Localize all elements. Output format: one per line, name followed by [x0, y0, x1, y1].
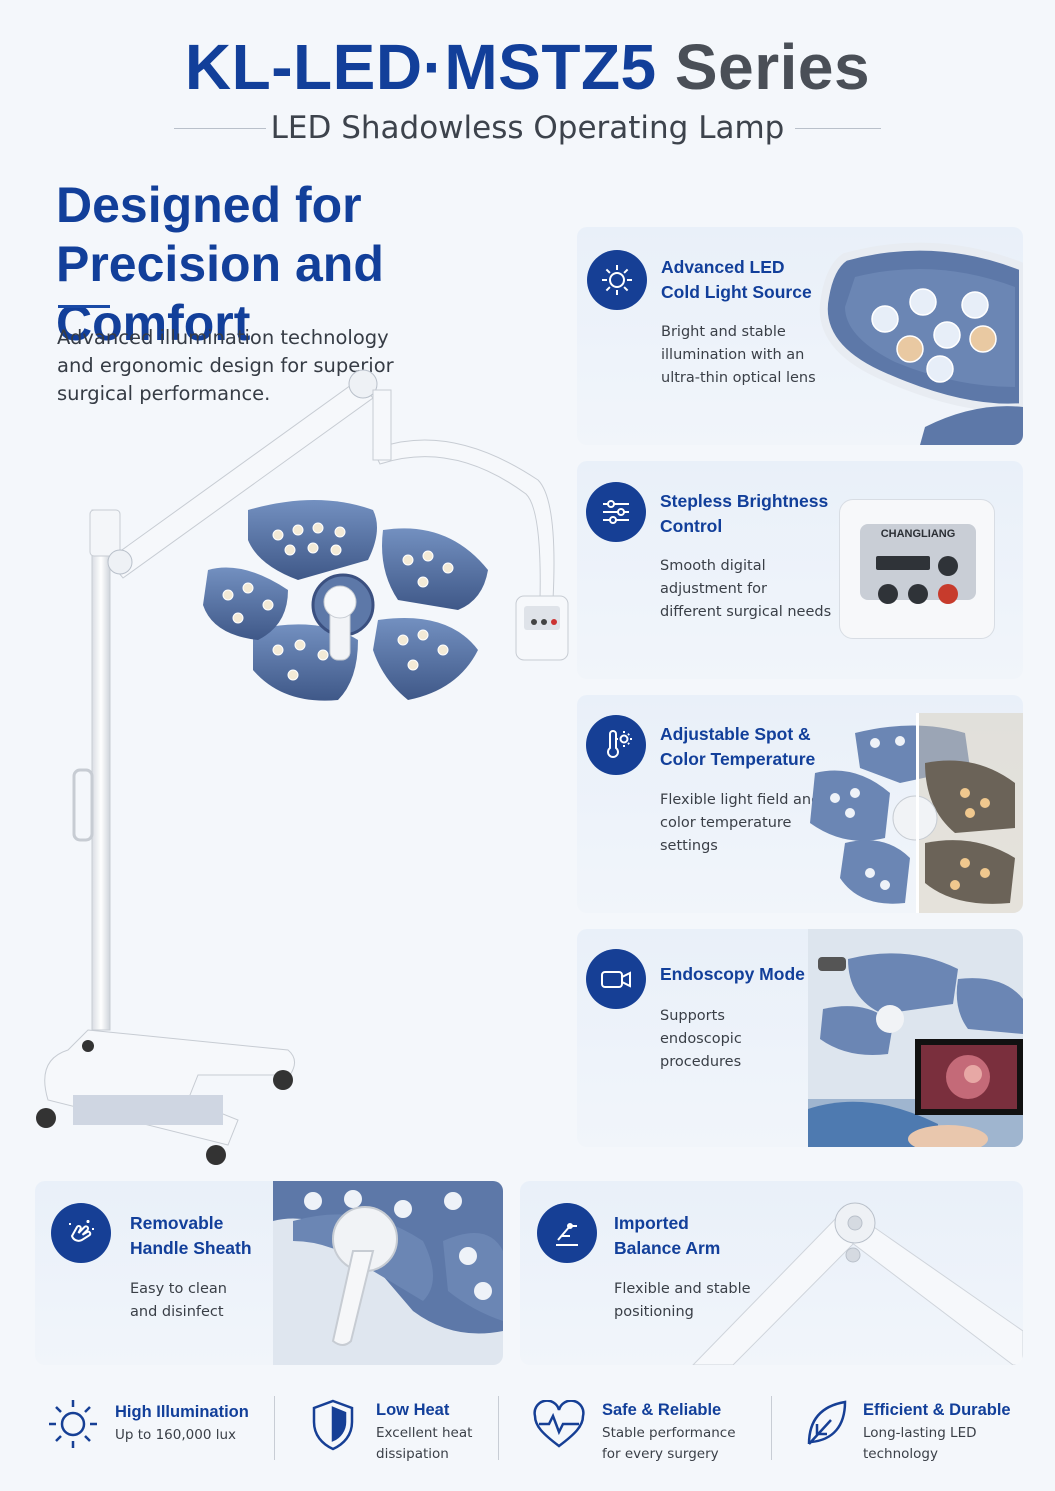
- hero-heading-line2: Precision and Comfort: [56, 236, 384, 351]
- balance-arm-closeup: [692, 1202, 1023, 1365]
- page-subtitle: LED Shadowless Operating Lamp: [270, 110, 785, 146]
- feature-desc-handle: Easy to clean and disinfect: [130, 1281, 227, 1320]
- balance-arm-icon: [537, 1203, 597, 1263]
- mode-plus-button[interactable]: [938, 556, 958, 576]
- footer-title-safe: Safe & Reliable: [602, 1401, 722, 1419]
- minus-button[interactable]: [878, 584, 898, 604]
- footer-title-durable: Efficient & Durable: [863, 1401, 1011, 1419]
- feature-desc-balance-arm: Flexible and stable positioning: [614, 1281, 751, 1320]
- sun-icon: [587, 250, 647, 310]
- subtitle-rule-right: [795, 128, 881, 129]
- feature-card-led: Advanced LED Cold Light Source Bright an…: [577, 227, 1023, 445]
- control-panel-brand: CHANGLIANG: [880, 528, 956, 540]
- footer-desc-illumination: Up to 160,000 lux: [115, 1427, 236, 1443]
- plus-button[interactable]: [908, 584, 928, 604]
- thermometer-sun-icon: [586, 715, 646, 775]
- operating-lamp-illustration: [36, 369, 569, 1165]
- footer-desc-durable: Long-lasting LED technology: [863, 1425, 977, 1462]
- shield-icon: [312, 1399, 354, 1451]
- feature-desc-endoscopy: Supports endoscopic procedures: [660, 1008, 742, 1070]
- footer-title-heat: Low Heat: [376, 1401, 450, 1419]
- digit-display: [876, 556, 930, 570]
- hero-heading: Designed for Precision and Comfort: [56, 176, 576, 353]
- feature-title-balance-arm: Imported Balance Arm: [614, 1213, 721, 1258]
- heart-pulse-icon: [533, 1400, 585, 1448]
- footer-desc-heat: Excellent heat dissipation: [376, 1425, 473, 1462]
- feature-title-spot: Adjustable Spot & Color Temperature: [660, 724, 816, 769]
- sun-outline-icon: [49, 1400, 97, 1448]
- title-model: KL-LED·MSTZ5: [184, 31, 657, 103]
- subtitle-rule-left: [174, 128, 266, 129]
- feature-title-endoscopy: Endoscopy Mode: [660, 964, 805, 984]
- feature-desc-brightness: Smooth digital adjustment for different …: [660, 558, 832, 620]
- feature-card-spot: Adjustable Spot & Color Temperature Flex…: [577, 695, 1023, 913]
- footer-title-illumination: High Illumination: [115, 1403, 249, 1421]
- feature-title-handle: Removable Handle Sheath: [130, 1213, 252, 1258]
- feature-title-brightness: Stepless Brightness Control: [660, 491, 829, 536]
- hero-underline: [58, 305, 110, 308]
- feature-desc-spot: Flexible light field and color temperatu…: [660, 792, 821, 854]
- sliders-icon: [586, 482, 646, 542]
- hand-sparkle-icon: [51, 1203, 111, 1263]
- hero-heading-line1: Designed for: [56, 177, 362, 233]
- footer-divider: [274, 1396, 275, 1460]
- power-icon[interactable]: [938, 584, 958, 604]
- footer-desc-safe: Stable performance for every surgery: [602, 1425, 736, 1462]
- footer-divider: [498, 1396, 499, 1460]
- feature-card-brightness: Stepless Brightness Control Smooth digit…: [577, 461, 1023, 679]
- hero-description: Advanced illumination technology and erg…: [57, 326, 394, 405]
- feature-desc-led: Bright and stable illumination with an u…: [661, 324, 816, 386]
- operating-room-photo: [808, 929, 1023, 1147]
- handle-sheath-closeup: [273, 1181, 503, 1365]
- leaf-icon: [807, 1400, 847, 1445]
- title-series: Series: [674, 31, 871, 103]
- camera-icon: [586, 949, 646, 1009]
- feature-card-balance-arm: Imported Balance Arm Flexible and stable…: [520, 1181, 1023, 1365]
- feature-card-endoscopy: Endoscopy Mode Supports endoscopic proce…: [577, 929, 1023, 1147]
- lamp-head-closeup: [819, 242, 1023, 445]
- lamp-color-temperature-visual: [810, 713, 1023, 913]
- feature-title-led: Advanced LED Cold Light Source: [661, 257, 812, 302]
- control-panel: CHANGLIANG: [839, 499, 995, 639]
- feature-card-handle: Removable Handle Sheath Easy to clean an…: [35, 1181, 503, 1365]
- footer-divider: [771, 1396, 772, 1460]
- page-title: KL-LED·MSTZ5 Series: [0, 28, 1055, 106]
